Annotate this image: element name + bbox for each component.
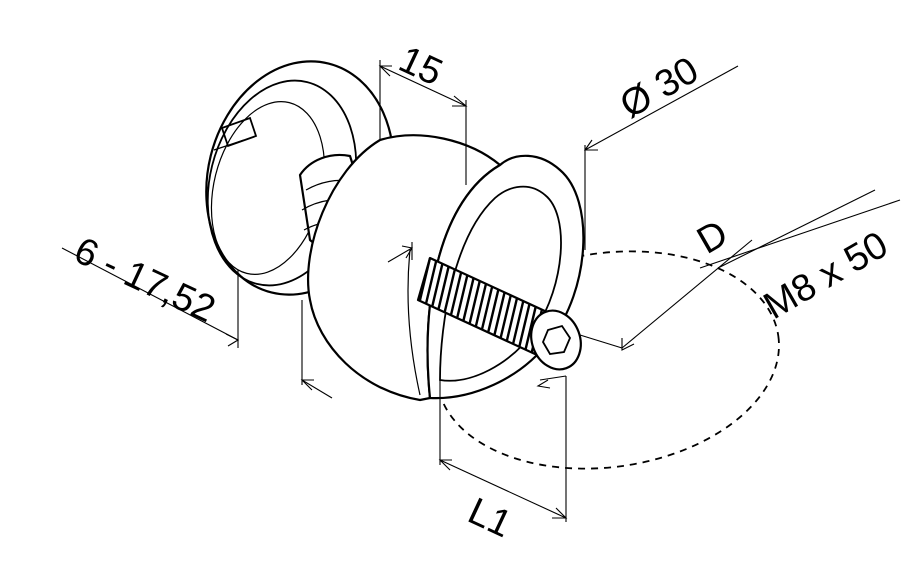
bolt-threads [418,257,550,356]
label-d: D [690,212,735,262]
thread-line [505,298,519,341]
thread-line [443,269,456,312]
thread-line [499,295,512,338]
label-thickness: 6 - 17,52 [68,230,222,331]
thread-line [431,263,444,307]
thread-line [425,260,438,304]
thread-line [518,304,531,347]
thread-line [468,280,481,324]
center-arrow [387,242,413,263]
threaded-bolt [416,256,582,371]
thread-line [480,286,494,330]
label-l1: L1 [462,490,518,546]
label-m8x50: M8 x 50 [757,224,895,328]
thread-line [462,278,475,321]
thread-line [512,301,525,344]
thread-line [456,275,469,318]
dimension-bolt: D M8 x 50 [579,189,901,351]
thread-line [418,257,432,301]
thread-line [524,306,537,350]
dimension-l1: L1 [438,375,568,546]
thread-line [474,283,488,327]
label-diameter-30: Ø 30 [613,49,705,127]
thread-line [493,292,506,335]
label-15: 15 [393,38,449,94]
thread-line [437,266,450,309]
thread-line [449,272,463,315]
thread-line [487,289,500,333]
